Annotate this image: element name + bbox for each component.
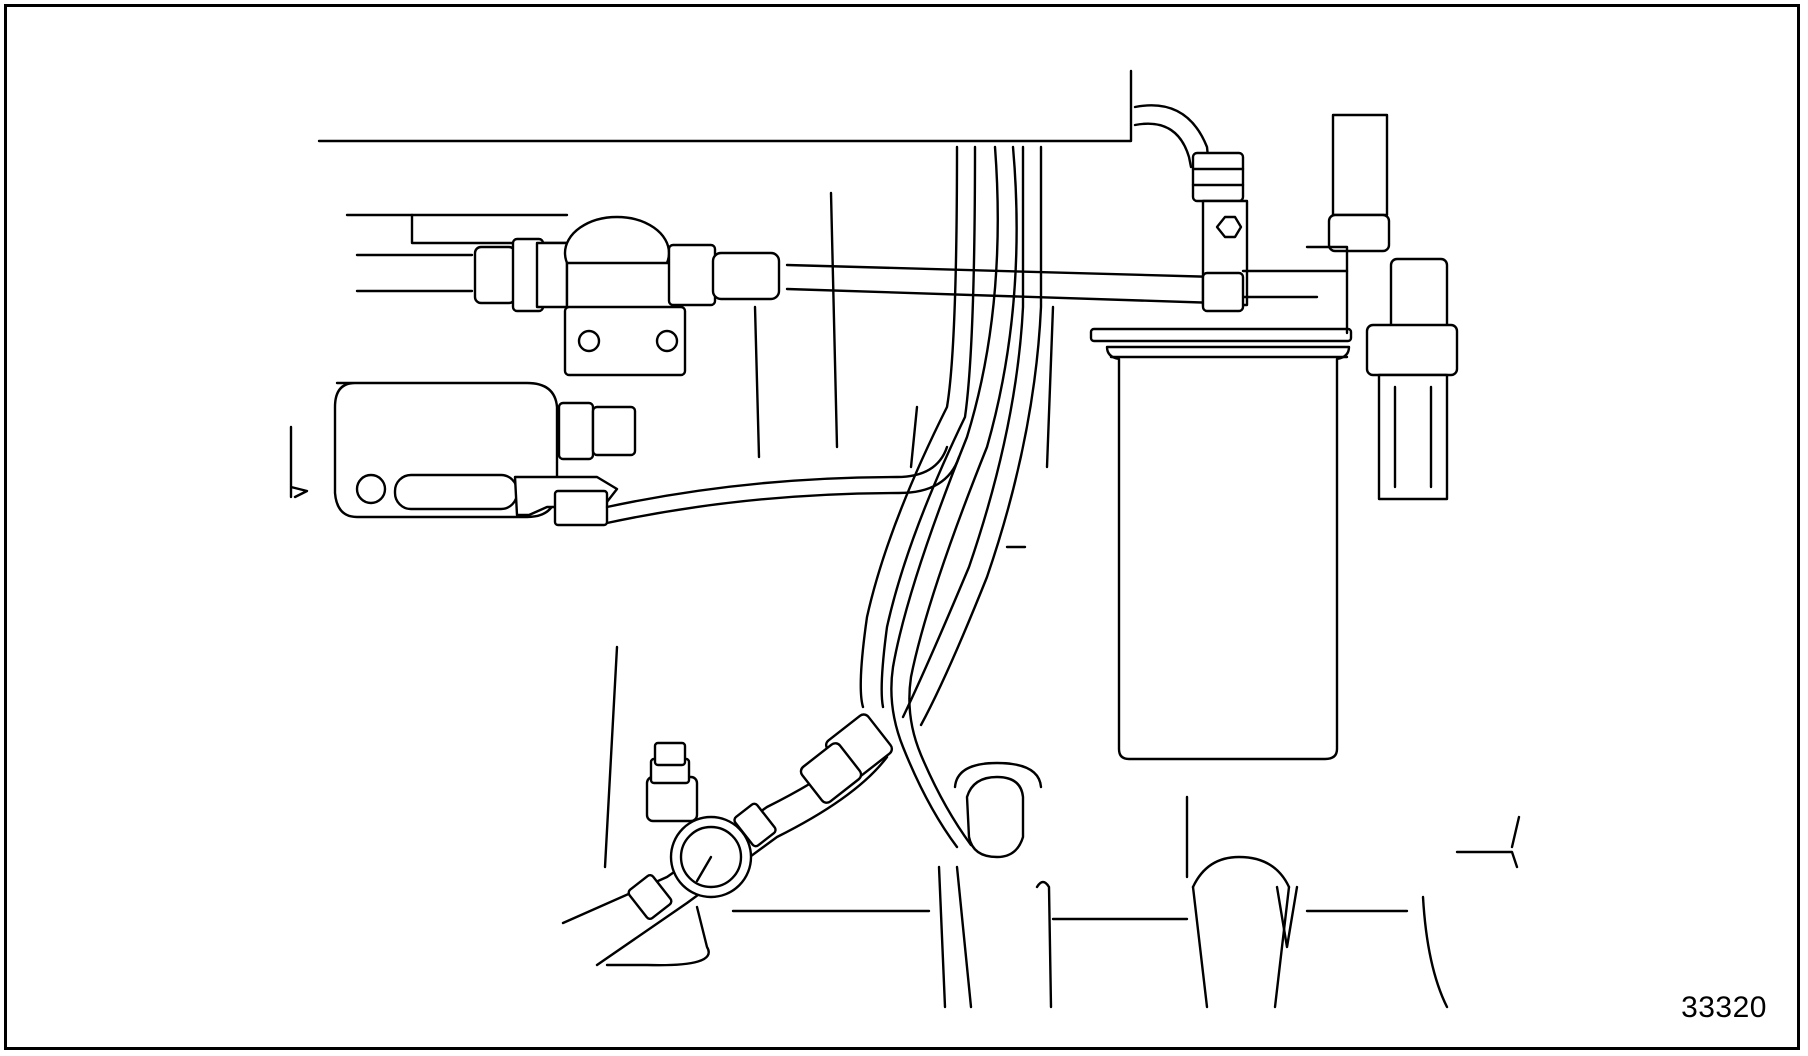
left-hex	[535, 241, 569, 309]
mount-bolt-right	[655, 329, 679, 353]
inlet-fitting	[1201, 271, 1245, 313]
shutoff-valve	[473, 215, 781, 377]
filter-base	[1089, 327, 1353, 343]
regulator-knob	[653, 741, 687, 767]
filter-canister	[1105, 345, 1351, 761]
figure-number: 33320	[1681, 991, 1767, 1024]
valve-mount-plate	[563, 305, 687, 377]
fitting-nut	[1191, 151, 1245, 203]
gauge-outlet-nut	[627, 873, 673, 921]
water-separator-body	[1365, 323, 1459, 377]
solenoid-slot	[393, 473, 519, 511]
test-port-adapter	[965, 775, 1025, 859]
pipe-elbow	[1327, 213, 1391, 253]
pressure-test-gauge-assembly	[561, 713, 1043, 967]
left-fitting	[473, 245, 517, 305]
bolt-head	[1215, 215, 1243, 239]
fuel-line-to-filter	[785, 263, 1245, 313]
engine-diagram	[289, 69, 1521, 1009]
solenoid-screw	[355, 473, 387, 505]
hose-fitting-lower	[799, 742, 863, 804]
water-separator-bowl	[1377, 373, 1449, 501]
wire-connector	[553, 489, 609, 527]
solenoid-fitting	[591, 405, 637, 457]
fuel-filter	[1089, 113, 1459, 761]
wiring-harness	[605, 145, 1043, 849]
engine-block-lower	[937, 855, 1449, 1009]
vent-pipe	[1331, 113, 1389, 217]
solenoid-nut	[557, 401, 595, 461]
right-fitting	[711, 251, 781, 301]
mount-bolt-left	[577, 329, 601, 353]
figure-frame: 33320	[4, 4, 1800, 1050]
right-nut	[667, 243, 717, 307]
valve-body	[565, 261, 679, 311]
solenoid	[333, 381, 637, 527]
background-structure	[289, 69, 1521, 967]
pressure-gauge-needle	[695, 855, 713, 883]
water-separator-cap	[1389, 257, 1449, 335]
